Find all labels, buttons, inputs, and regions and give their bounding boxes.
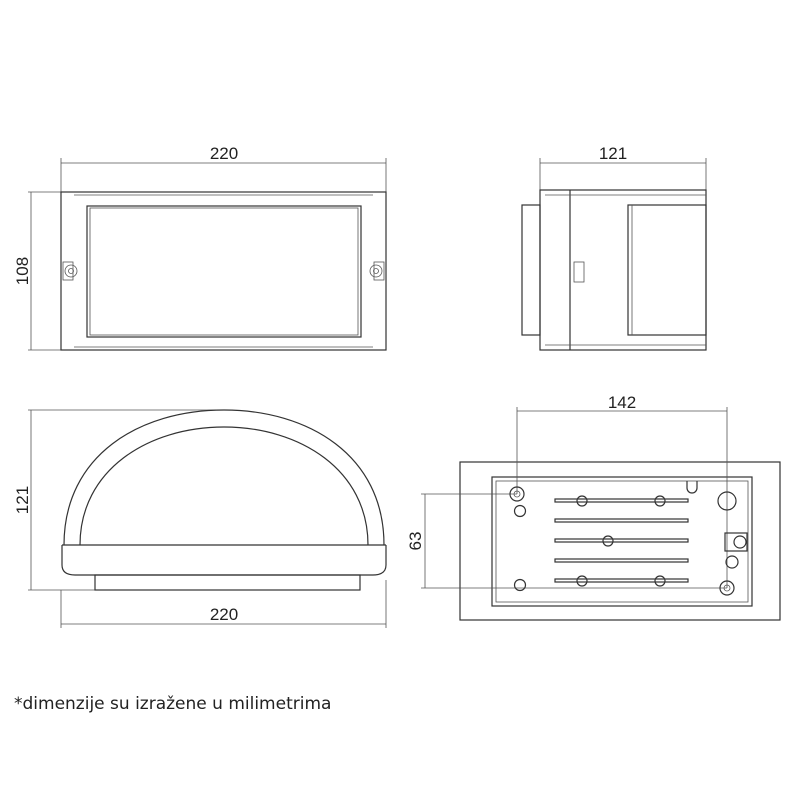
front-view: 220 108 [13, 144, 387, 351]
side-depth-dimension: 121 [599, 144, 627, 163]
back-vertical-dimension: 63 [406, 532, 425, 551]
top-depth-dimension: 121 [13, 486, 32, 514]
front-height-dimension: 108 [13, 257, 32, 285]
back-horizontal-dimension: 142 [608, 393, 636, 412]
side-view: 121 [521, 144, 707, 351]
top-width-dimension: 220 [210, 605, 238, 624]
front-width-dimension: 220 [210, 144, 238, 163]
back-view: 142 63 [406, 393, 781, 621]
ventilation-slots [554, 495, 689, 587]
top-view: 121 220 [13, 409, 387, 628]
units-footnote: *dimenzije su izražene u milimetrima [14, 694, 332, 714]
